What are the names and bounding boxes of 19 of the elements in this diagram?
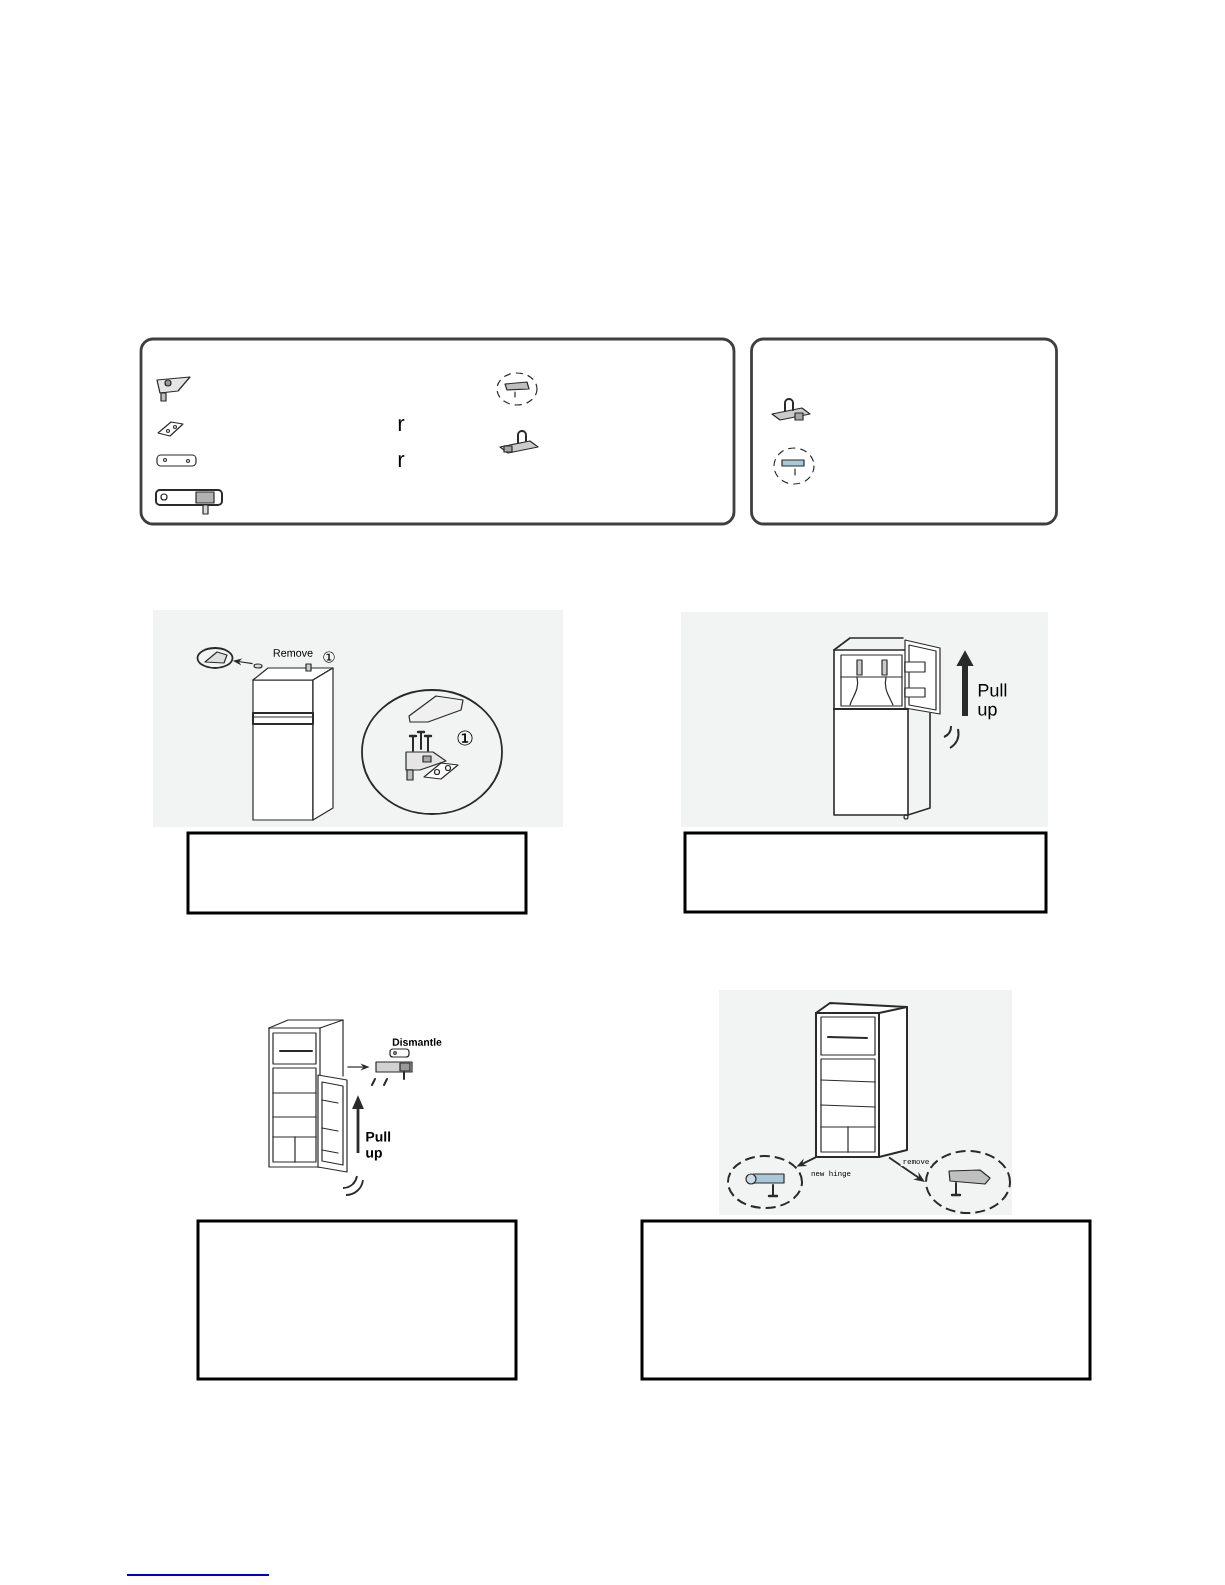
- instruction-label: Remove: [273, 649, 313, 657]
- fridge-drawing: [268, 1019, 348, 1173]
- callout-circle: [727, 1155, 803, 1209]
- parts-panel: [750, 337, 1058, 526]
- step-number: ①: [457, 730, 473, 746]
- callout-ellipse: [196, 647, 234, 669]
- instruction-label: Dismantle: [392, 1038, 442, 1046]
- parts-panel: [139, 337, 736, 526]
- caption-box: [640, 1219, 1092, 1381]
- fridge-drawing: [815, 1002, 908, 1158]
- instruction-label: Pull up: [366, 1131, 391, 1161]
- caption-box: [196, 1219, 518, 1381]
- caption-box: [186, 831, 528, 915]
- fridge-drawing: [252, 663, 334, 821]
- caption-box: [683, 831, 1048, 914]
- text-label: r: [398, 419, 405, 431]
- step-number: ①: [323, 651, 335, 663]
- text-label: r: [398, 455, 405, 467]
- instruction-label: Pull up: [978, 683, 1007, 720]
